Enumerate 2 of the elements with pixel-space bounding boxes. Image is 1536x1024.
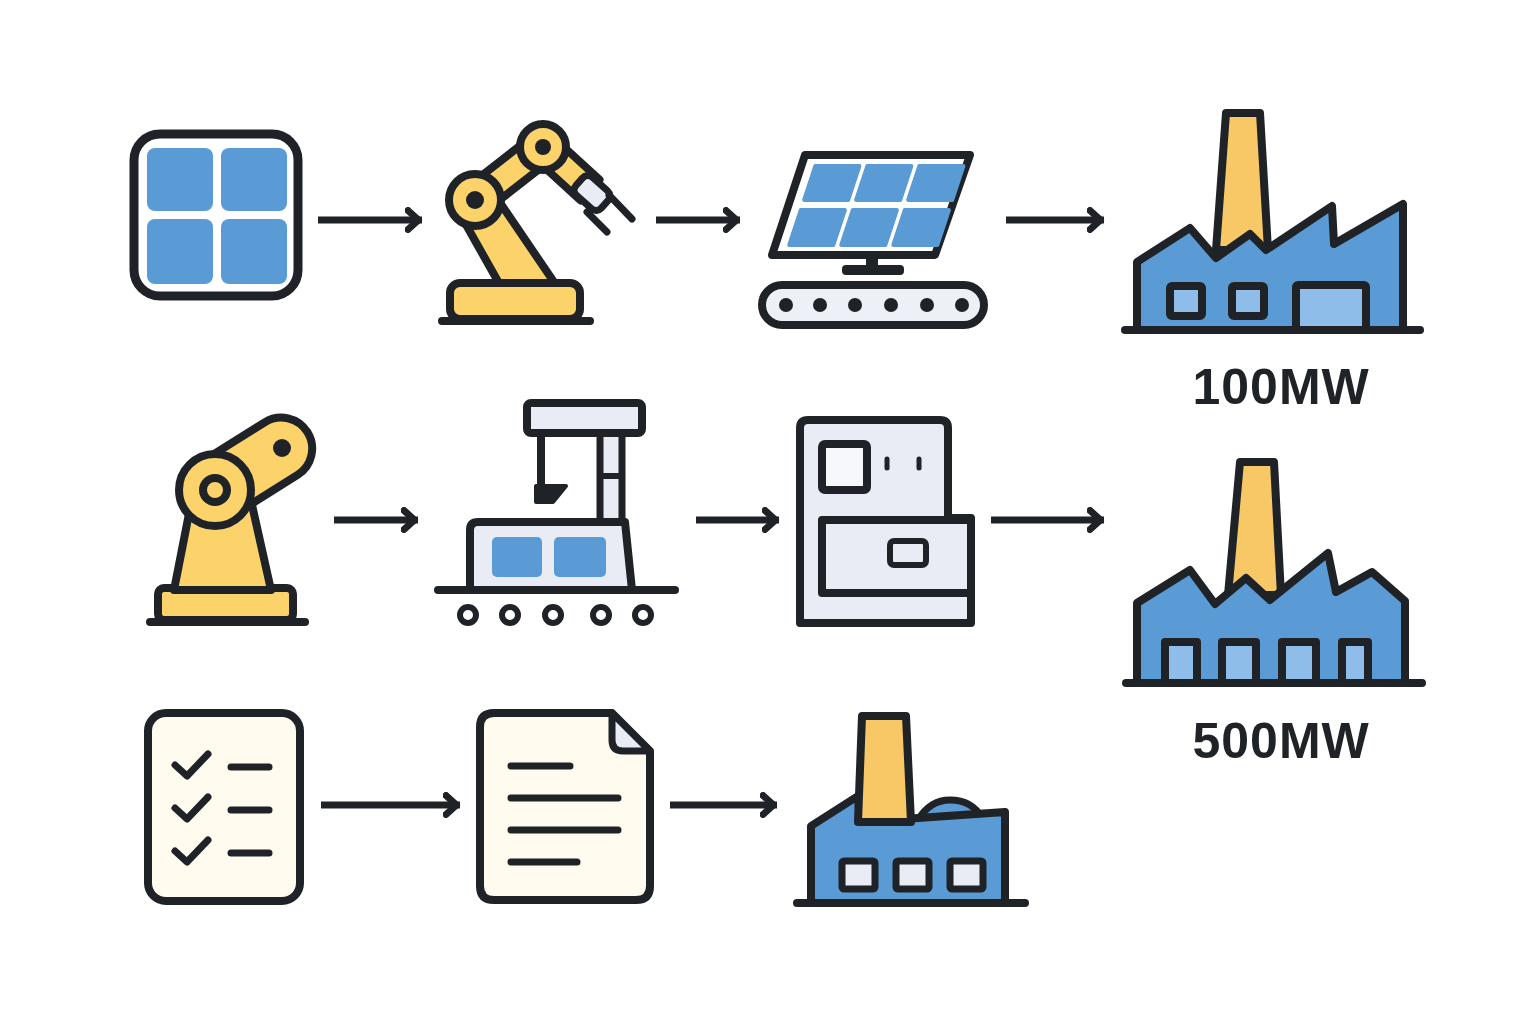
capacity-label: 100MW	[1192, 362, 1370, 412]
capacity-label: 500MW	[1192, 716, 1370, 766]
